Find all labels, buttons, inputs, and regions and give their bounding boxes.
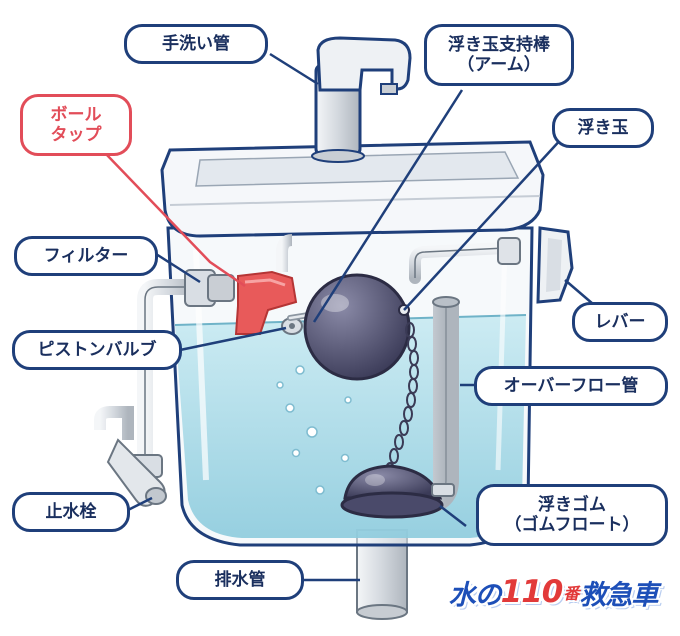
label-flapper: 浮きゴム （ゴムフロート）	[476, 484, 668, 546]
ball-tap-leader-line	[105, 153, 246, 288]
faucet-shape	[311, 36, 412, 163]
label-float-ball-text: 浮き玉	[577, 118, 629, 138]
water-bubbles	[276, 365, 352, 495]
label-stop-valve: 止水栓	[12, 492, 130, 532]
label-ball-tap: ボール タップ	[20, 94, 132, 156]
logo-number: 110	[500, 574, 564, 610]
label-flapper-line-2: （ゴムフロート）	[504, 515, 640, 535]
label-piston-valve-text: ピストンバルブ	[37, 340, 157, 360]
label-filter-text: フィルター	[43, 246, 129, 266]
label-stop-valve-text: 止水栓	[45, 502, 97, 522]
float-ball-shape	[303, 273, 411, 381]
label-arm: 浮き玉支持棒 （アーム）	[424, 24, 574, 86]
label-flapper-line-1: 浮きゴム	[538, 495, 606, 515]
supply-pipe-shape	[137, 269, 235, 460]
brand-logo: 水の 110 番 救急車	[436, 566, 670, 618]
label-lever: レバー	[572, 302, 668, 342]
label-drain-pipe-text: 排水管	[214, 570, 266, 590]
label-faucet-text: 手洗い管	[162, 34, 230, 54]
label-filter: フィルター	[14, 236, 158, 276]
lever-shape	[409, 226, 574, 304]
flapper-shape	[340, 464, 455, 519]
label-overflow-pipe-text: オーバーフロー管	[503, 376, 639, 396]
label-piston-valve: ピストンバルブ	[12, 330, 182, 370]
label-arm-line-1: 浮き玉支持棒	[448, 35, 550, 55]
label-arm-line-2: （アーム）	[457, 55, 541, 75]
chain-shape	[385, 322, 419, 478]
label-faucet: 手洗い管	[124, 24, 268, 64]
tank-lid	[160, 140, 545, 238]
label-drain-pipe: 排水管	[176, 560, 304, 600]
ball-tap-shape	[234, 234, 298, 335]
stop-valve-shape	[94, 406, 167, 507]
label-float-ball: 浮き玉	[552, 108, 654, 148]
logo-part-1: 水の	[448, 579, 502, 611]
logo-part-2: 番	[563, 584, 579, 603]
logo-part-3: 救急車	[579, 579, 658, 611]
label-overflow-pipe: オーバーフロー管	[474, 366, 668, 406]
label-lever-text: レバー	[594, 312, 646, 332]
label-ball-tap-line-1: ボール	[50, 105, 102, 125]
leader-lines	[127, 52, 601, 582]
label-ball-tap-line-2: タップ	[50, 125, 102, 145]
